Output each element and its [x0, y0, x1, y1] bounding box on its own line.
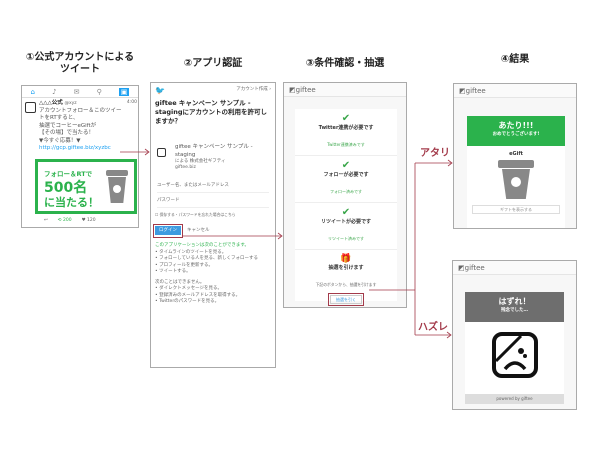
win-label: アタリ — [420, 148, 450, 159]
remember-checkbox[interactable]: ☐ 保存する・パスワードを忘れた場合はこちら — [155, 212, 236, 217]
password-field[interactable]: パスワード — [157, 198, 269, 208]
cancel-link[interactable]: キャンセル — [187, 228, 210, 233]
egift-label: eGift — [509, 151, 523, 157]
gift-icon: 🎁 — [340, 254, 352, 264]
like-button[interactable]: ♥ 120 — [81, 218, 96, 223]
check-icon: ✔ — [341, 207, 351, 218]
home-icon[interactable]: ⌂ — [30, 87, 35, 96]
username-field[interactable]: ユーザー名、またはメールアドレス — [157, 183, 269, 193]
powered-by: powered by giftee — [465, 394, 564, 404]
win-panel: ◩giftee あたり!!!おめでとうございます! eGift ギフトを表示する — [453, 83, 577, 229]
tweet-link[interactable]: http://gcp.giftee.biz/xyzbc — [39, 145, 111, 151]
permissions: このアプリケーションは次のことができます。 • タイムラインのツイートを見る。•… — [155, 243, 258, 304]
avatar — [25, 102, 36, 113]
step4-title: ④結果 — [500, 54, 530, 65]
auth-heading: giftee キャンペーン サンプル - stagingにアカウントの利用を許可… — [155, 99, 268, 125]
profile-icon[interactable]: ▣ — [118, 87, 130, 96]
login-button[interactable]: ログイン — [155, 226, 181, 235]
create-account-link[interactable]: アカウント作成 › — [236, 87, 271, 92]
giftee-header: ◩giftee — [454, 84, 576, 98]
coffee-cup-icon — [106, 170, 128, 204]
step2-title: ②アプリ認証 — [183, 58, 243, 69]
twitter-bird-icon: 🐦 — [155, 86, 165, 95]
giftee-header: ◩giftee — [453, 261, 576, 275]
step3-title: ③条件確認・抽選 — [305, 58, 385, 69]
search-icon[interactable]: ⚲ — [96, 87, 102, 96]
show-gift-button[interactable]: ギフトを表示する — [472, 205, 560, 214]
lose-panel: ◩giftee はずれ！残念でした… powered by giftee — [452, 260, 577, 410]
win-banner: あたり!!!おめでとうございます! — [467, 116, 565, 146]
giftee-logo: ◩giftee — [458, 264, 485, 272]
messages-icon[interactable]: ✉ — [73, 87, 80, 96]
check-icon: ✔ — [341, 160, 351, 171]
condition-item: ✔リツイートが必要ですリツイート済みです — [295, 203, 397, 250]
app-icon — [157, 148, 166, 157]
lose-label: ハズレ — [418, 322, 448, 333]
draw-section: 🎁抽選を引けます下記のボタンから、抽選を引けます 抽選を引く — [295, 250, 397, 307]
giftee-logo: ◩giftee — [459, 87, 486, 95]
lose-banner: はずれ！残念でした… — [465, 292, 564, 322]
promo-image: フォロー＆RTで 500名 に当たる！ — [35, 159, 137, 214]
retweet-button[interactable]: ⟲ 200 — [57, 218, 72, 223]
twitter-tabs: ⌂ ♪ ✉ ⚲ ▣ — [22, 86, 138, 98]
condition-item: ✔フォローが必要ですフォロー済みです — [295, 156, 397, 203]
sad-face-icon — [491, 332, 538, 378]
coffee-cup-icon — [498, 160, 534, 200]
login-highlight: ログイン — [153, 224, 183, 238]
notifications-icon[interactable]: ♪ — [52, 87, 57, 96]
arrow-3-to-4 — [369, 162, 451, 336]
tweet-actions: ↩ ⟲ 200 ♥ 120 — [44, 218, 96, 224]
step1-title: ①公式アカウントによるツイート — [25, 52, 135, 75]
reply-icon[interactable]: ↩ — [44, 218, 48, 223]
draw-button[interactable]: 抽選を引く — [330, 295, 362, 304]
auth-panel: 🐦 アカウント作成 › giftee キャンペーン サンプル - staging… — [150, 82, 276, 368]
giftee-logo: ◩giftee — [289, 86, 316, 94]
giftee-header: ◩giftee — [284, 83, 406, 97]
check-icon: ✔ — [341, 113, 351, 124]
